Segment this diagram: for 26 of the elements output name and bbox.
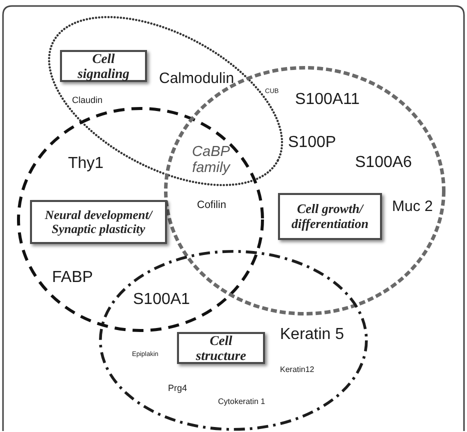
category-box <box>176 332 265 364</box>
protein-label: S100A1 <box>133 290 190 310</box>
protein-label: Muc 2 <box>392 198 433 216</box>
protein-label: S100P <box>288 134 336 153</box>
category-title: Neural development/ Synaptic plasticity <box>44 208 154 236</box>
category-title: Cell signaling <box>76 50 130 82</box>
protein-label: Cofilin <box>197 198 226 212</box>
category-box <box>60 50 147 82</box>
protein-label: Calmodulin <box>159 70 234 88</box>
category-title: Cell growth/ differentiation <box>290 202 370 232</box>
category-title: Cell structure <box>194 332 248 364</box>
protein-label: S100A6 <box>355 154 412 173</box>
category-box <box>30 200 167 244</box>
protein-label: FABP <box>52 268 93 288</box>
protein-label: Keratin 5 <box>280 326 344 344</box>
protein-label: S100A11 <box>295 90 360 110</box>
category-box <box>278 193 382 240</box>
dash-dot-ellipse <box>98 250 368 430</box>
protein-label: Keratin12 <box>280 365 314 375</box>
dotted-ellipse <box>48 16 284 186</box>
protein-label: Prg4 <box>168 382 188 394</box>
protein-label: Cytokeratin 1 <box>218 396 266 406</box>
protein-label: Thy1 <box>68 154 104 174</box>
group-label: CaBP family <box>191 145 232 177</box>
protein-label: Claudin <box>72 94 103 106</box>
dashed-ellipse <box>16 106 264 332</box>
